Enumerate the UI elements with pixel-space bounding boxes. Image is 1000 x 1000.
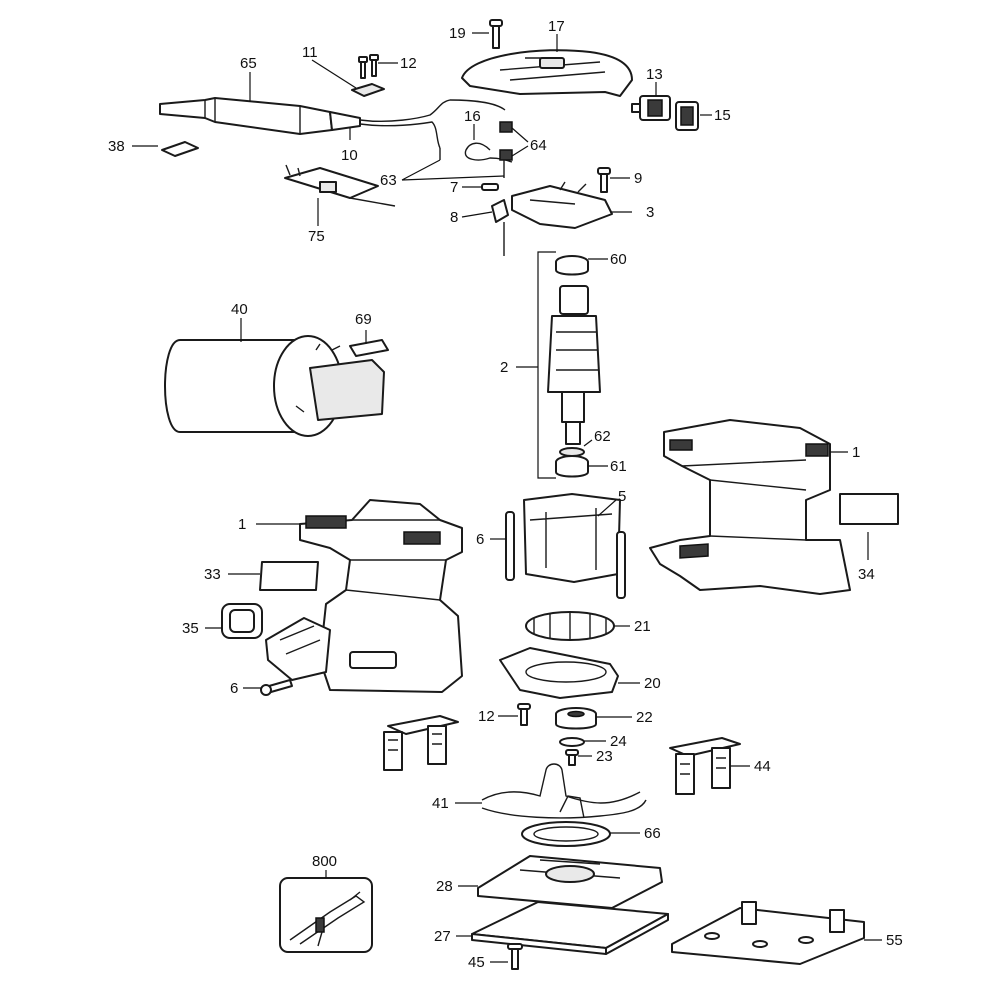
part-66-ring [521,821,611,847]
callout-60: 60 [610,251,627,268]
callout-5: 5 [618,488,626,505]
callout-61: 61 [610,458,627,475]
part-800-kit [279,877,373,953]
callout-800: 800 [312,853,337,870]
part-13-switch [631,95,671,121]
part-6-long-screws [505,511,626,599]
callout-9: 9 [634,170,642,187]
part-55-base-plate [671,901,865,965]
callout-3: 3 [646,204,654,221]
part-12-screws [358,54,379,79]
callout-40: 40 [231,301,248,318]
callout-35: 35 [182,620,199,637]
part-armature [547,285,601,445]
callout-66: 66 [644,825,661,842]
callout-19: 19 [449,25,466,42]
part-11-plate [351,83,385,97]
part-34-label [839,493,899,525]
leader-lines [132,32,882,963]
part-7-pin [481,183,499,191]
callout-labels: 19 17 11 12 65 13 15 16 64 38 10 63 7 9 … [108,18,903,971]
part-19-screw [489,19,503,49]
part-35-gasket [221,603,263,639]
callout-12: 12 [400,55,417,72]
callout-69: 69 [355,311,372,328]
callout-2: 2 [500,359,508,376]
part-44-foot-right [669,737,741,795]
callout-22: 22 [636,709,653,726]
callout-33: 33 [204,566,221,583]
part-45-screw [507,943,523,970]
callout-63: 63 [380,172,397,189]
callout-23: 23 [596,748,613,765]
part-44-foot-left [383,715,459,771]
part-63-wires [439,148,505,178]
callout-75: 75 [308,228,325,245]
part-61-bearing [555,455,589,478]
part-33-label [259,561,319,591]
part-2-armature-group [537,251,556,479]
part-dust-port [265,617,331,681]
part-62-washer [559,447,585,457]
part-23-screw [565,749,579,766]
callout-62: 62 [594,428,611,445]
part-21-fan [525,611,615,641]
callout-11: 11 [302,44,318,61]
callout-41: 41 [432,795,449,812]
part-1-housing-left [299,499,463,693]
part-10-cord-wires [359,99,506,149]
callout-24: 24 [610,733,627,750]
part-5-field [523,493,621,583]
part-60-bearing [555,255,589,276]
part-69-label [349,339,389,357]
callout-13: 13 [646,66,663,83]
callout-6: 6 [230,680,238,697]
part-75-bracket [284,164,396,207]
callout-27: 27 [434,928,451,945]
part-3-brush-plate [511,181,613,229]
part-65-cord-sleeve [159,97,361,135]
part-38-label [161,141,199,157]
part-1-housing-right [649,419,851,595]
part-20-baffle [499,647,619,699]
part-9-screw [597,167,611,193]
part-64-connectors [499,121,513,161]
part-8-brush-holder [491,199,509,256]
part-6-screw-left [260,679,293,696]
callout-16: 16 [464,108,481,125]
part-22-bearing [555,707,597,730]
callout-28: 28 [436,878,453,895]
part-24-washer [559,737,585,747]
callout-20: 20 [644,675,661,692]
callout-64: 64 [530,137,547,154]
part-15-switch-cover [675,101,699,131]
callout-7: 7 [450,179,458,196]
callout-55: 55 [886,932,903,949]
part-40-dust-canister [164,335,385,437]
part-27-pad [471,901,669,955]
callout-44: 44 [754,758,771,775]
callout-15: 15 [714,107,731,124]
part-41-spring-clip [481,763,647,819]
callout-45: 45 [468,954,485,971]
callout-38: 38 [108,138,125,155]
callout-34: 34 [858,566,875,583]
part-17-top-cover [461,49,633,97]
callout-12: 12 [478,708,495,725]
callout-65: 65 [240,55,257,72]
callout-8: 8 [450,209,458,226]
part-12-screw [517,703,531,726]
callout-21: 21 [634,618,651,635]
callout-1: 1 [238,516,246,533]
callout-10: 10 [341,147,358,164]
callout-1: 1 [852,444,860,461]
callout-17: 17 [548,18,565,35]
callout-6: 6 [476,531,484,548]
part-28-platen [477,855,663,909]
